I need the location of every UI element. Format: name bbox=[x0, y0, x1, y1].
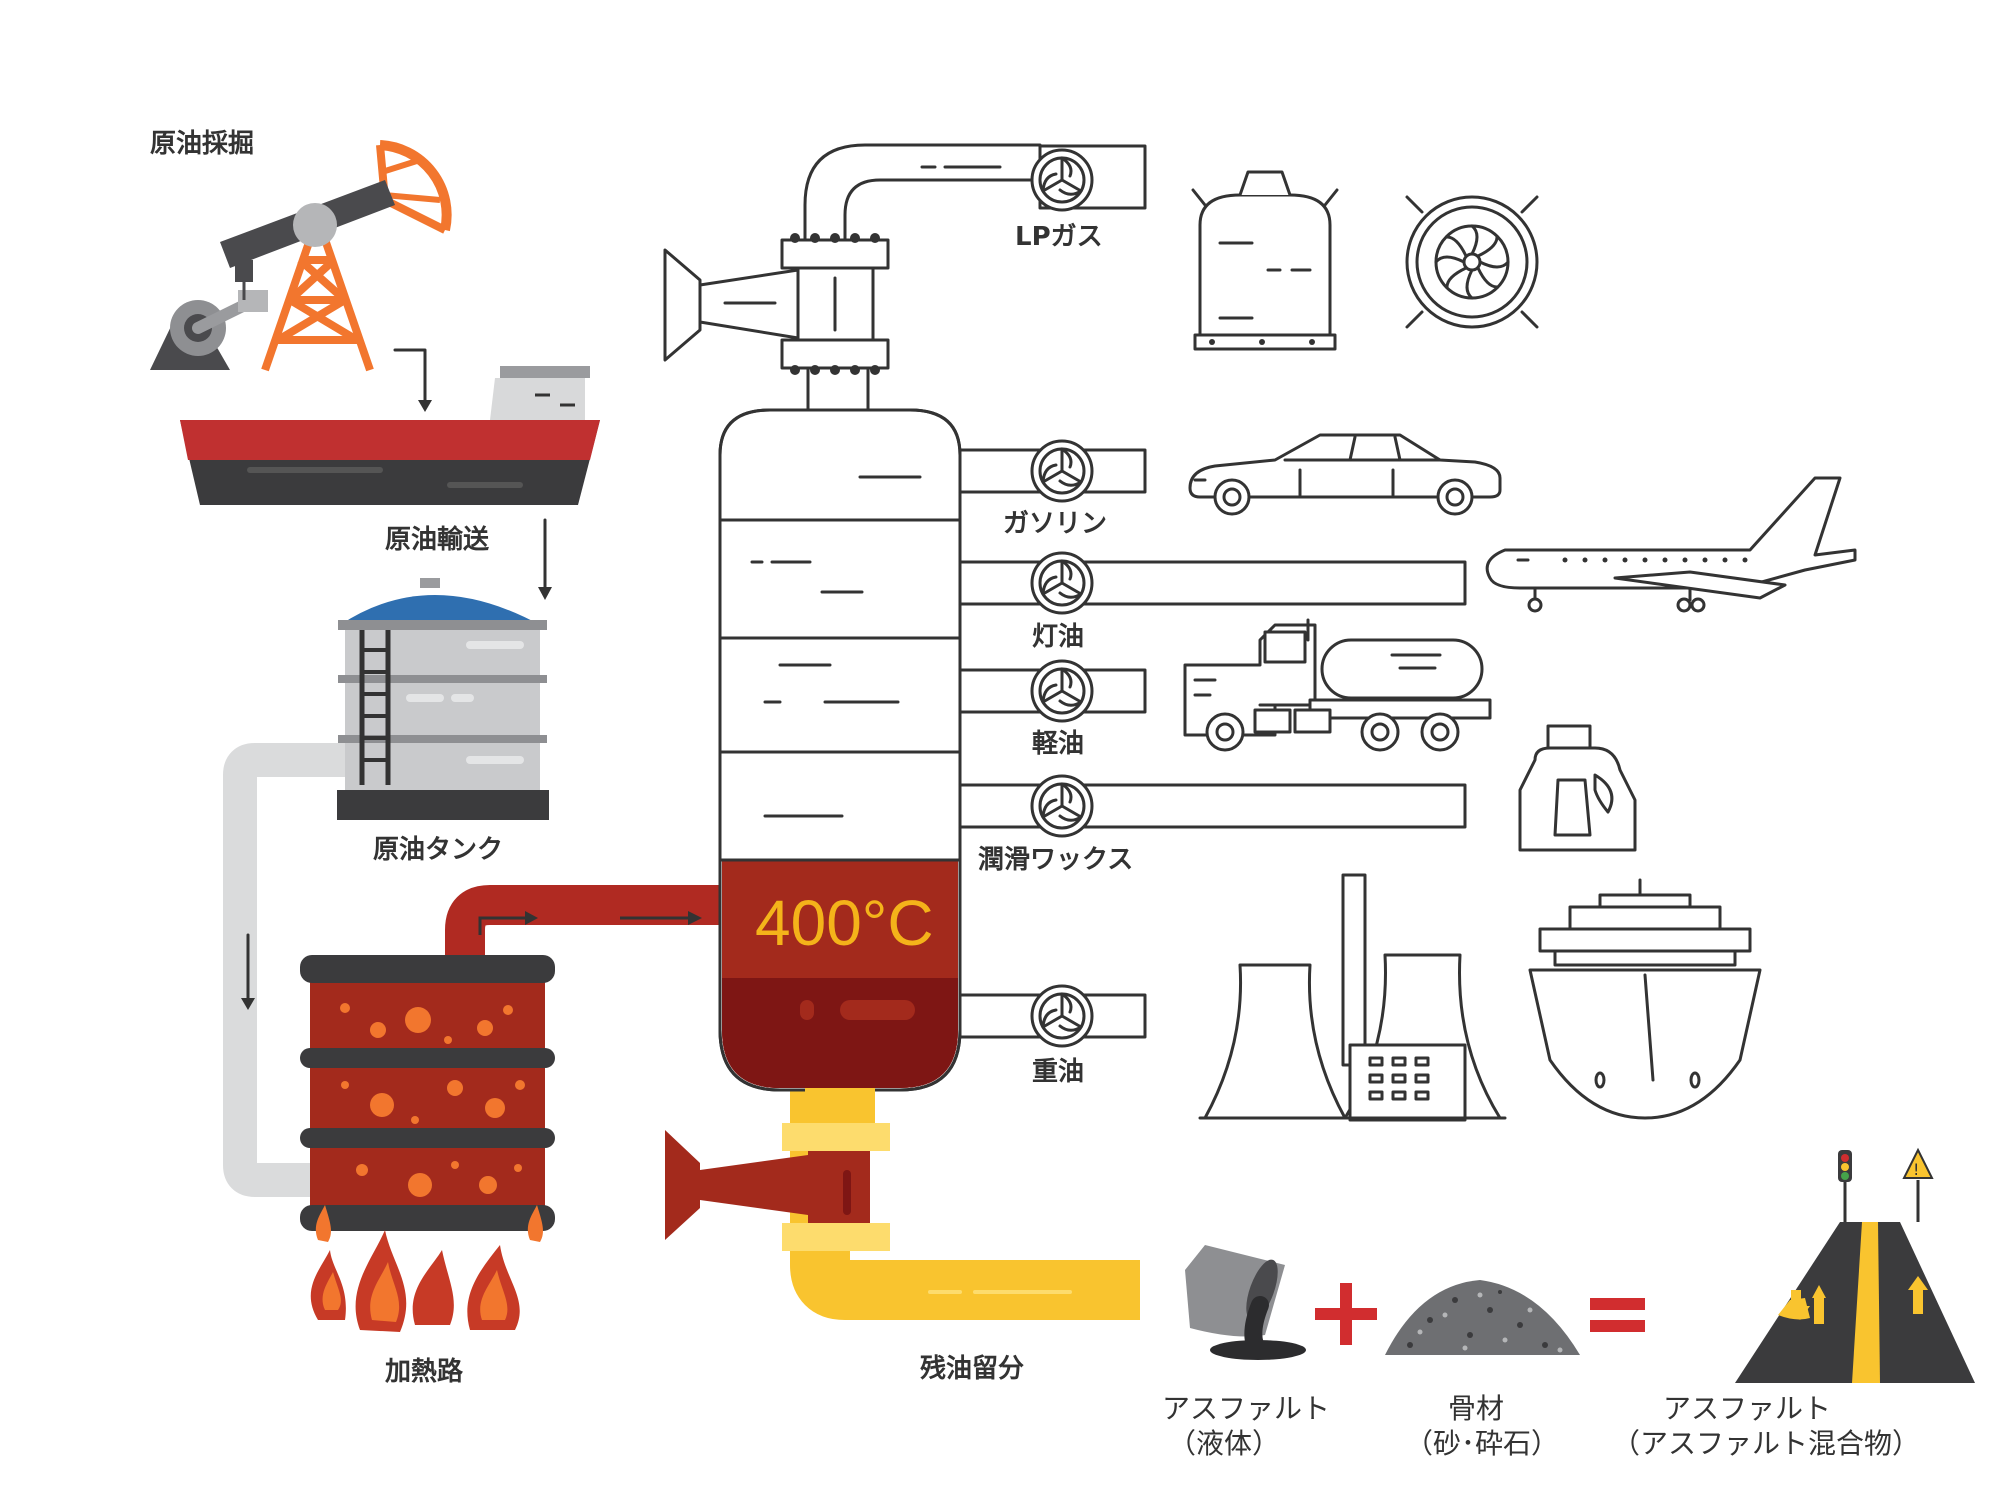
oil-bottle-icon bbox=[1518, 724, 1637, 852]
oil-drilling-label: 原油採掘 bbox=[150, 129, 254, 159]
tanker-ship-icon bbox=[180, 366, 600, 505]
arrow-hot-1 bbox=[478, 916, 528, 935]
residue-outlet bbox=[665, 1088, 890, 1251]
diesel-label: 軽油 bbox=[1032, 728, 1084, 759]
column-dashes bbox=[750, 475, 922, 818]
svg-text:!: ! bbox=[1913, 1160, 1919, 1179]
column-trays bbox=[720, 518, 960, 862]
residue-pipe bbox=[790, 1070, 1140, 1320]
asphalt-liquid-label: アスファルト bbox=[1162, 1392, 1330, 1425]
gas-cylinder-icon bbox=[1191, 170, 1339, 351]
cruise-ship-icon bbox=[1528, 878, 1762, 1120]
lubricant-wax-label: 潤滑ワックス bbox=[978, 845, 1133, 875]
furnace-label: 加熱路 bbox=[385, 1356, 464, 1387]
kerosene-label: 灯油 bbox=[1032, 622, 1084, 652]
valve-icon bbox=[1030, 659, 1094, 723]
asphalt-mix-label: アスファルト bbox=[1663, 1392, 1831, 1425]
residue-label: 残油留分 bbox=[920, 1354, 1024, 1384]
road-icon: ! bbox=[1735, 1147, 1975, 1383]
car-icon bbox=[1188, 433, 1502, 516]
asphalt-bucket-icon bbox=[1185, 1245, 1306, 1360]
tanker-truck-icon bbox=[1183, 618, 1492, 752]
heavy-oil-label: 重油 bbox=[1032, 1057, 1084, 1087]
column-bubble-long bbox=[840, 1000, 915, 1020]
column-bubble bbox=[800, 1000, 814, 1020]
asphalt-mix-sub: （アスファルト混合物） bbox=[1612, 1427, 1920, 1460]
aggregate-label: 骨材 bbox=[1448, 1392, 1504, 1425]
column-bottom-zone bbox=[722, 978, 958, 1088]
arrow-to-ship bbox=[393, 348, 427, 407]
oil-tank-label: 原油タンク bbox=[373, 835, 503, 865]
overhead-pipe bbox=[663, 143, 1147, 415]
lp-gas-label: LPガス bbox=[1015, 222, 1103, 252]
valve-icon bbox=[1030, 774, 1094, 838]
pumpjack-icon bbox=[150, 140, 452, 372]
gas-burner-icon bbox=[1405, 195, 1539, 329]
valve-icon bbox=[1030, 551, 1094, 615]
furnace-icon bbox=[300, 955, 555, 1332]
oil-tank-icon bbox=[337, 578, 549, 820]
gasoline-label: ガソリン bbox=[1003, 509, 1107, 539]
asphalt-liquid-sub: （液体） bbox=[1168, 1427, 1280, 1460]
factory-icon bbox=[1198, 873, 1507, 1122]
equals-sign bbox=[1590, 1298, 1645, 1332]
valve-icon bbox=[1030, 439, 1094, 503]
temperature-label: 400°C bbox=[755, 887, 934, 959]
valve-icon bbox=[1030, 148, 1094, 212]
valve-icon bbox=[1030, 984, 1094, 1048]
airplane-icon bbox=[1485, 476, 1857, 613]
grey-feed-pipe bbox=[223, 743, 350, 1197]
hot-feed-pipe bbox=[445, 885, 720, 960]
plus-sign bbox=[1315, 1283, 1377, 1345]
gravel-pile-icon bbox=[1385, 1280, 1580, 1355]
oil-transport-label: 原油輸送 bbox=[385, 524, 489, 555]
aggregate-sub: （砂･砕石） bbox=[1405, 1427, 1559, 1460]
